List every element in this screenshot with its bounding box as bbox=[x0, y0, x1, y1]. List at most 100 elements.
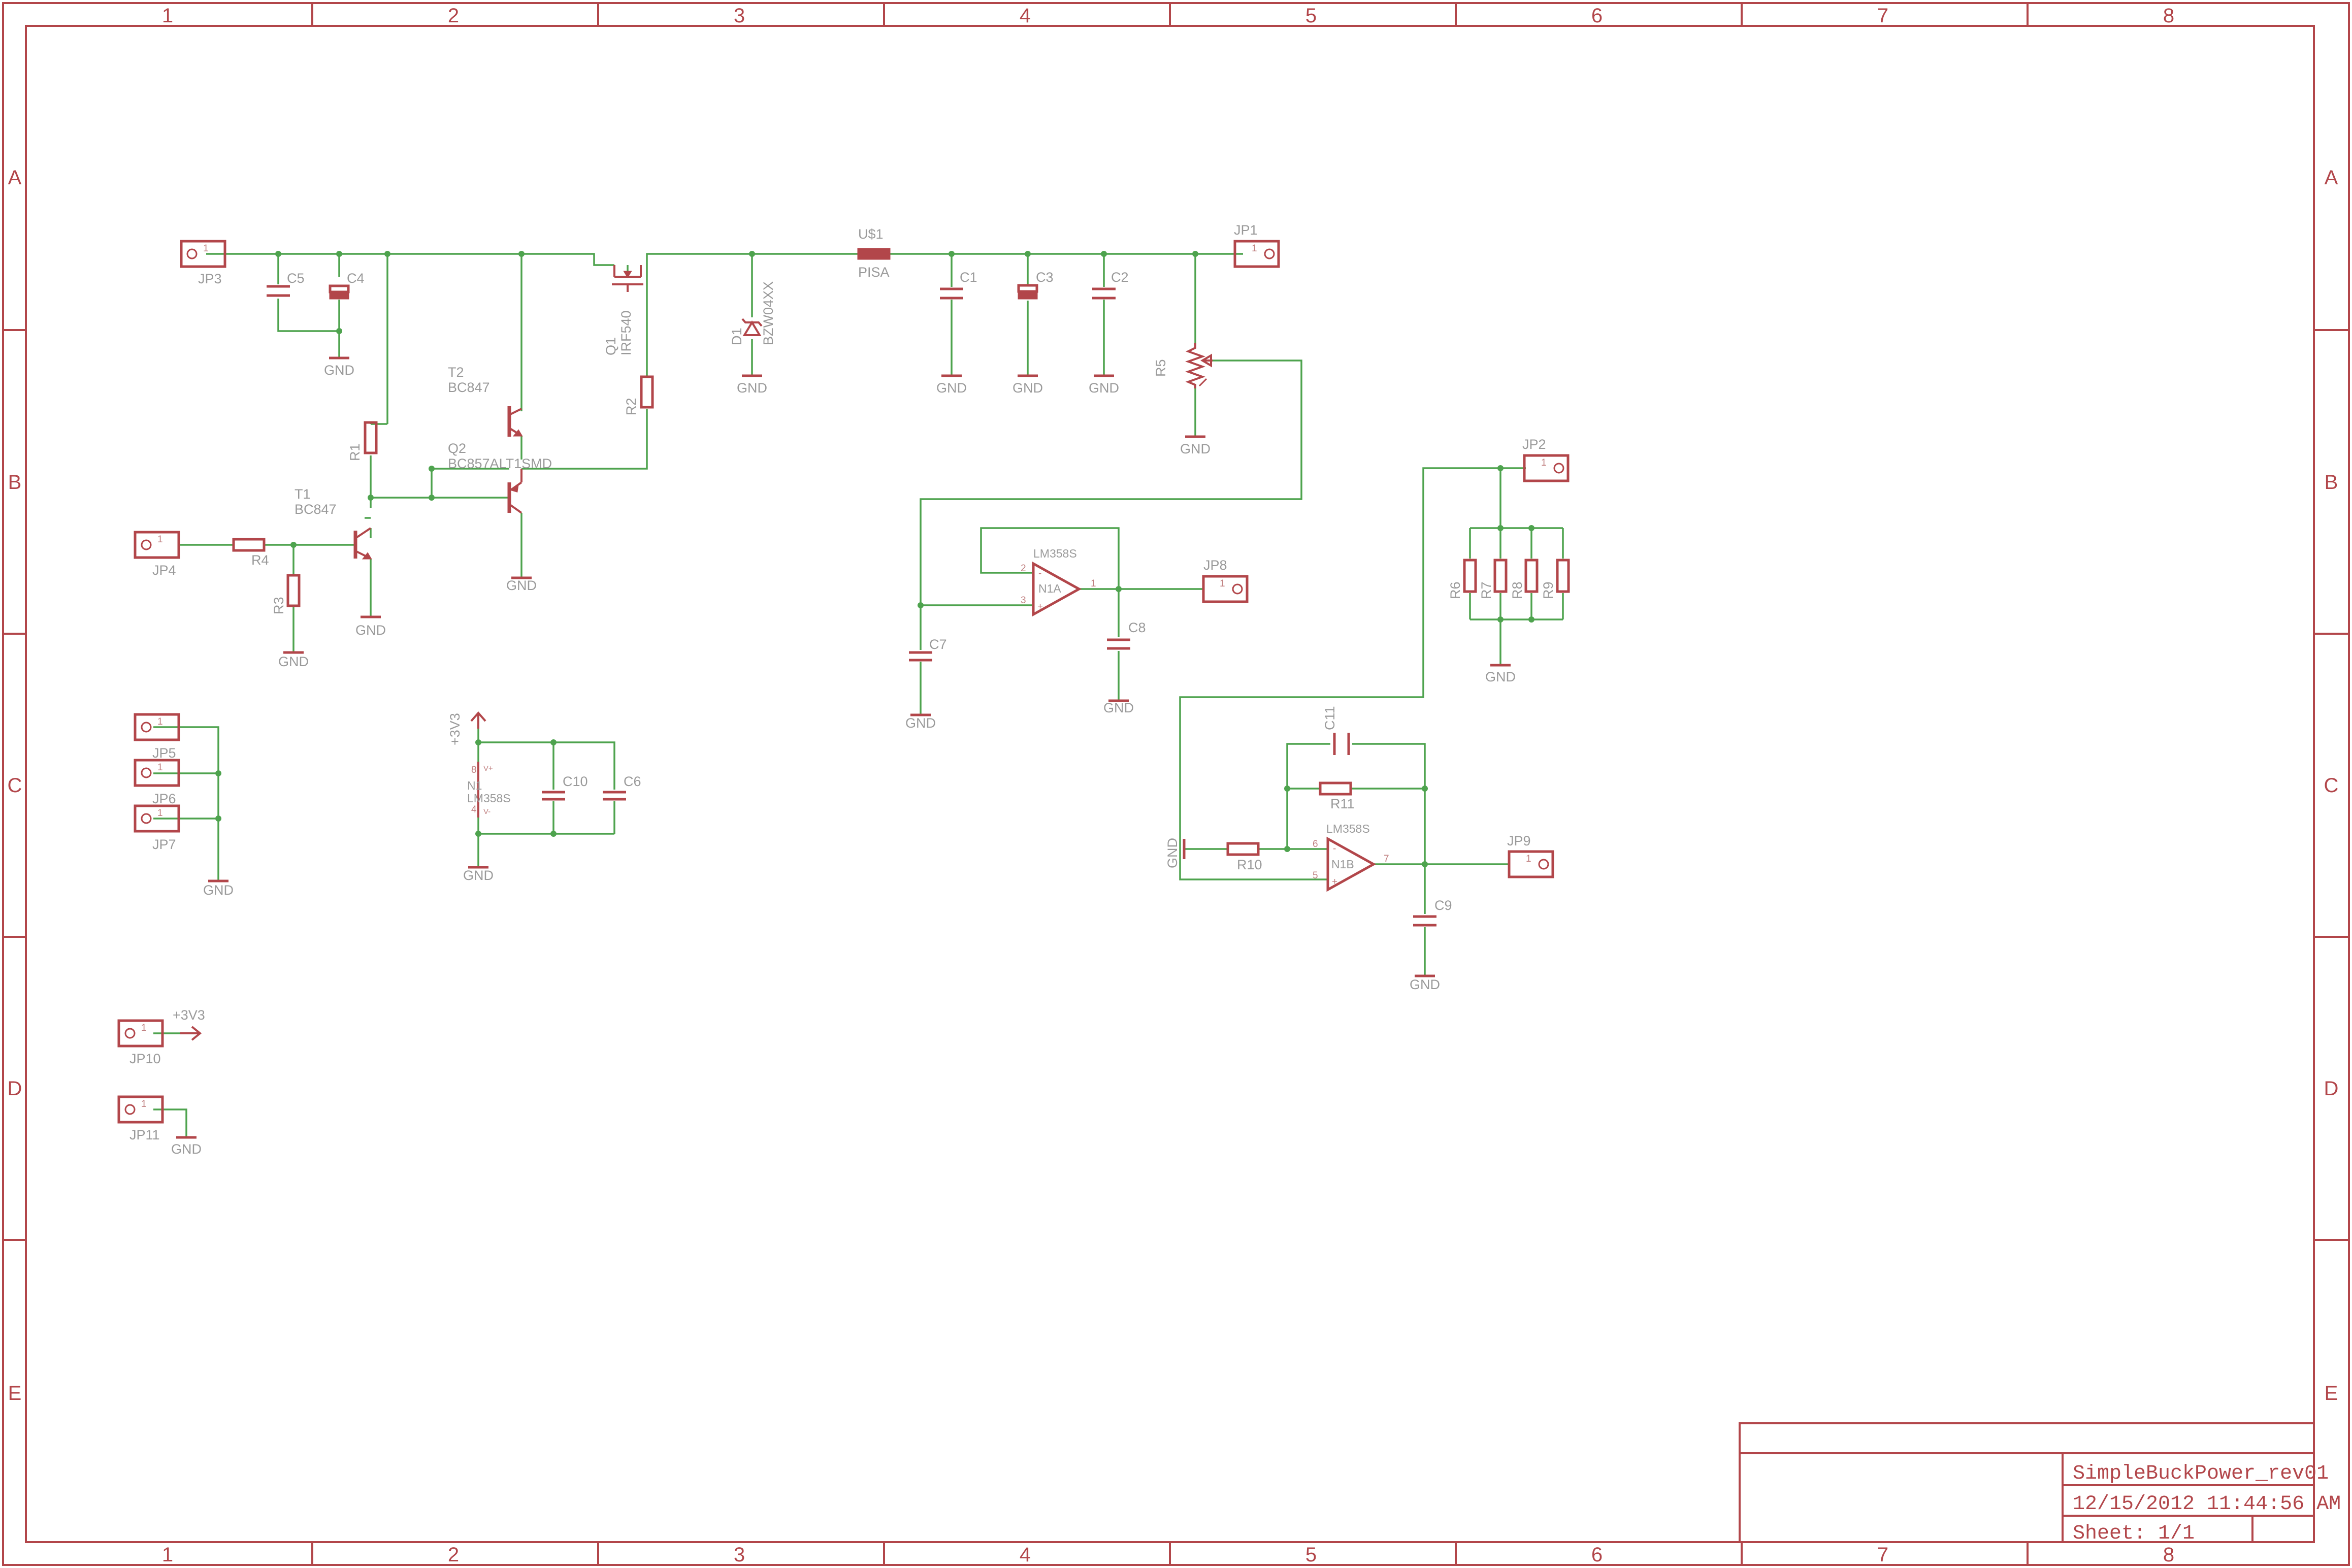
c6-label: C6 bbox=[624, 774, 641, 789]
resistor-r1[interactable]: R1 bbox=[347, 421, 378, 461]
grid-col-1-bottom: 1 bbox=[162, 1544, 173, 1566]
resistor-r8[interactable]: R8 bbox=[1510, 559, 1539, 599]
n1-vplus: V+ bbox=[483, 764, 493, 773]
zener-diode-d1[interactable]: D1 BZW04XX bbox=[729, 281, 776, 345]
grid-column-labels-top: 1 2 3 4 5 6 7 8 bbox=[162, 5, 2174, 27]
r10-label: R10 bbox=[1237, 857, 1262, 872]
r8-label: R8 bbox=[1510, 581, 1525, 599]
capacitor-c2[interactable]: C2 bbox=[1092, 270, 1129, 300]
capacitor-c7[interactable]: C7 bbox=[909, 637, 947, 662]
connector-jp8[interactable]: 1 JP8 bbox=[1202, 558, 1249, 603]
n1a-pin-2: 2 bbox=[1021, 563, 1026, 574]
c4-label: C4 bbox=[347, 271, 365, 286]
opamp-n1a[interactable]: - + 2 3 1 N1A LM358S bbox=[1021, 547, 1096, 617]
grid-row-c-right: C bbox=[2324, 774, 2339, 797]
potentiometer-r5[interactable]: R5 bbox=[1153, 343, 1213, 388]
n1a-label: N1A bbox=[1038, 582, 1061, 595]
grid-col-6: 6 bbox=[1591, 5, 1603, 27]
resistor-r2[interactable]: R2 bbox=[624, 375, 654, 415]
grid-row-d-right: D bbox=[2324, 1077, 2339, 1100]
capacitor-c3[interactable]: C3 bbox=[1017, 270, 1054, 300]
grid-col-2: 2 bbox=[448, 5, 459, 27]
resistor-r9[interactable]: R9 bbox=[1541, 559, 1570, 599]
capacitor-c11[interactable]: C11 bbox=[1322, 706, 1350, 755]
grid-col-4: 4 bbox=[1020, 5, 1031, 27]
resistor-r4[interactable]: R4 bbox=[232, 538, 269, 568]
q2-value: BC857ALT1SMD bbox=[448, 456, 552, 471]
opamp-n1-power[interactable]: 8 V+ 4 V- N1 LM358S bbox=[467, 762, 511, 818]
connector-jp7[interactable]: 1 JP7 bbox=[134, 804, 180, 852]
n1b-value: LM358S bbox=[1326, 822, 1370, 835]
ground-symbols: GND GND GND GND GND GND GND GND bbox=[171, 356, 1516, 1157]
connector-jp2[interactable]: 1 JP2 bbox=[1522, 437, 1570, 482]
q1-label: Q1 bbox=[603, 337, 618, 355]
jp7-pin-1: 1 bbox=[157, 808, 163, 819]
resistor-r7[interactable]: R7 bbox=[1479, 559, 1508, 599]
resistor-r6[interactable]: R6 bbox=[1448, 559, 1477, 599]
title-block-name: SimpleBuckPower_rev01 bbox=[2073, 1462, 2329, 1485]
jp5-pin-1: 1 bbox=[157, 716, 163, 727]
grid-col-7: 7 bbox=[1877, 5, 1888, 27]
transistor-q2[interactable]: Q2 BC857ALT1SMD bbox=[448, 441, 552, 514]
connector-jp11[interactable]: 1 JP11 bbox=[117, 1095, 164, 1142]
resistor-r3[interactable]: R3 bbox=[271, 574, 301, 614]
gnd-r6-r9: GND bbox=[1485, 664, 1516, 684]
capacitor-c10[interactable]: C10 bbox=[542, 774, 588, 801]
supply-3v3-n1: +3V3 bbox=[447, 711, 486, 745]
jp2-label: JP2 bbox=[1522, 437, 1546, 452]
connector-jp9[interactable]: 1 JP9 bbox=[1507, 833, 1554, 878]
gnd-d1-label: GND bbox=[737, 380, 767, 396]
jp1-label: JP1 bbox=[1234, 222, 1258, 238]
t1-value: BC847 bbox=[295, 502, 337, 517]
jp8-pin-1: 1 bbox=[1220, 578, 1225, 589]
d1-label: D1 bbox=[729, 328, 744, 345]
title-block-date: 12/15/2012 11:44:56 AM bbox=[2073, 1493, 2341, 1516]
grid-col-8-bottom: 8 bbox=[2163, 1544, 2174, 1566]
gnd-n1-label: GND bbox=[463, 868, 494, 883]
r2-label: R2 bbox=[624, 398, 639, 415]
grid-column-labels-bottom: 1 2 3 4 5 6 7 8 bbox=[162, 1544, 2174, 1566]
capacitor-c4[interactable]: C4 bbox=[329, 271, 365, 300]
jp4-pin-1: 1 bbox=[157, 534, 163, 545]
component-u1-pisa[interactable]: U$1 PISA bbox=[857, 226, 891, 280]
grid-col-8: 8 bbox=[2163, 5, 2174, 27]
gnd-r3: GND bbox=[278, 651, 309, 669]
r1-label: R1 bbox=[347, 443, 363, 461]
n1b-pin-6: 6 bbox=[1313, 839, 1318, 850]
c9-label: C9 bbox=[1434, 898, 1452, 913]
mosfet-q1[interactable]: Q1 IRF540 bbox=[603, 265, 643, 355]
r7-label: R7 bbox=[1479, 581, 1494, 599]
t1-label: T1 bbox=[295, 486, 311, 502]
gnd-c4: GND bbox=[324, 356, 354, 378]
connector-jp1[interactable]: 1 JP1 bbox=[1233, 222, 1280, 268]
connector-jp6[interactable]: 1 JP6 bbox=[134, 759, 180, 806]
transistor-t2[interactable]: T2 BC847 bbox=[448, 365, 523, 437]
grid-row-c: C bbox=[8, 774, 22, 797]
jp9-pin-1: 1 bbox=[1526, 854, 1531, 864]
capacitor-c5[interactable]: C5 bbox=[267, 271, 305, 297]
jp6-pin-1: 1 bbox=[157, 762, 163, 773]
capacitor-c6[interactable]: C6 bbox=[603, 774, 641, 801]
opamp-n1b[interactable]: - + 6 5 7 N1B LM358S bbox=[1313, 822, 1389, 892]
n1b-plus: + bbox=[1332, 876, 1337, 887]
gnd-jp5-7-label: GND bbox=[203, 883, 234, 898]
resistor-r10[interactable]: R10 bbox=[1226, 842, 1262, 872]
connector-jp3[interactable]: 1 JP3 bbox=[180, 240, 226, 286]
jp11-pin-1: 1 bbox=[141, 1099, 147, 1109]
capacitor-c8[interactable]: C8 bbox=[1107, 620, 1146, 650]
jp5-label: JP5 bbox=[152, 745, 176, 761]
connector-jp4[interactable]: 1 JP4 bbox=[134, 531, 180, 578]
r6-label: R6 bbox=[1448, 581, 1463, 599]
capacitor-c1[interactable]: C1 bbox=[940, 270, 977, 300]
wires bbox=[153, 253, 1564, 1137]
gnd-c9: GND bbox=[1410, 974, 1440, 992]
resistor-r11[interactable]: R11 bbox=[1319, 781, 1355, 811]
r11-label: R11 bbox=[1330, 796, 1355, 811]
q2-label: Q2 bbox=[448, 441, 466, 456]
transistor-t1[interactable]: T1 BC847 bbox=[295, 486, 372, 560]
connector-jp10[interactable]: 1 JP10 bbox=[117, 1019, 164, 1066]
connector-jp5[interactable]: 1 JP5 bbox=[134, 713, 180, 761]
supply-3v3-jp10-label: +3V3 bbox=[173, 1007, 205, 1023]
gnd-c1: GND bbox=[936, 374, 967, 396]
capacitor-c9[interactable]: C9 bbox=[1413, 898, 1452, 927]
